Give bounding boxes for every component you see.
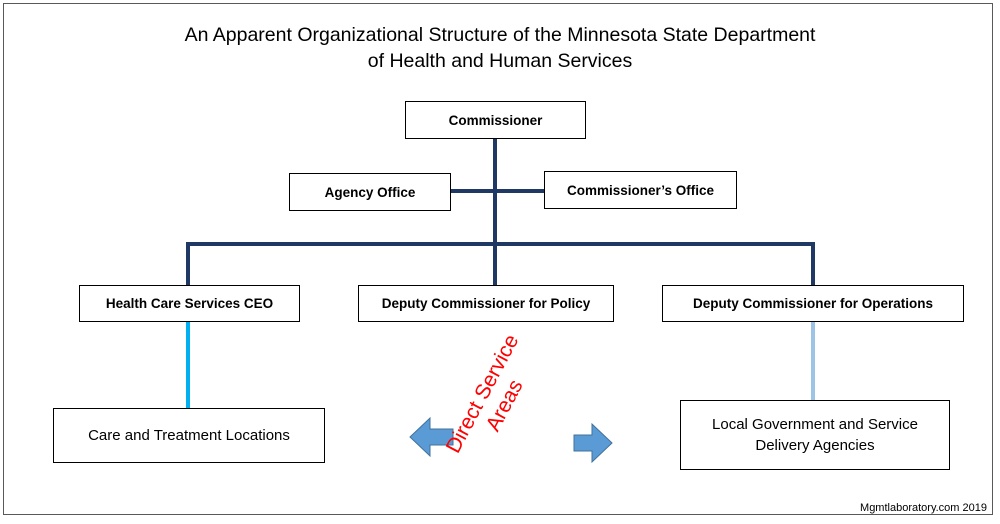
care-locations-box: Care and Treatment Locations (53, 408, 325, 463)
left-arrow-icon (409, 416, 454, 458)
commissioners-office-box: Commissioner’s Office (544, 171, 737, 209)
right-arrow-icon (573, 422, 613, 464)
health-care-ceo-box: Health Care Services CEO (79, 285, 300, 322)
deputy-policy-label: Deputy Commissioner for Policy (381, 296, 591, 311)
deputy-operations-label: Deputy Commissioner for Operations (692, 296, 934, 311)
local-government-label-line-1: Local Government and Service (712, 416, 918, 433)
deputy-operations-box: Deputy Commissioner for Operations (662, 285, 964, 322)
credit-text: Mgmtlaboratory.com 2019 (860, 502, 987, 514)
agency-office-label: Agency Office (324, 184, 416, 200)
diagram-title: An Apparent Organizational Structure of … (0, 22, 1000, 74)
deputy-policy-box: Deputy Commissioner for Policy (358, 285, 614, 322)
commissioner-box: Commissioner (405, 101, 586, 139)
diagram-frame (3, 3, 993, 515)
agency-office-box: Agency Office (289, 173, 451, 211)
local-government-box: Local Government and Service Delivery Ag… (680, 400, 950, 470)
commissioners-office-label: Commissioner’s Office (566, 182, 715, 198)
care-locations-label: Care and Treatment Locations (88, 427, 290, 444)
local-government-label-line-2: Delivery Agencies (755, 437, 875, 454)
health-care-ceo-label: Health Care Services CEO (105, 296, 274, 311)
title-line-1: An Apparent Organizational Structure of … (184, 24, 816, 46)
commissioner-label: Commissioner (448, 112, 543, 128)
title-line-2: of Health and Human Services (367, 50, 633, 72)
